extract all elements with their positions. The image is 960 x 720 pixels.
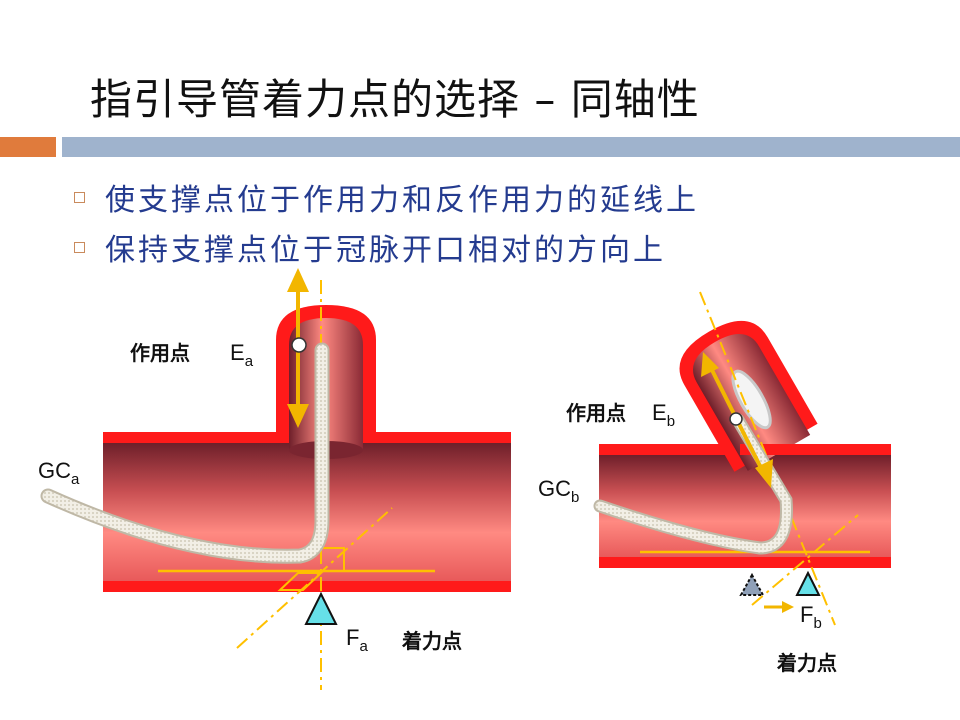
right-fulcrum-triangle-icon — [795, 570, 821, 596]
right-diagram: 作用点 Eb GCb Fb 着力点 — [538, 291, 891, 675]
left-parallelogram-mark — [277, 572, 324, 591]
square-bullet-icon — [74, 241, 85, 253]
left-action-point-symbol: Ea — [230, 340, 254, 370]
left-force-point-label: 着力点 — [401, 629, 462, 653]
left-action-point-label: 作用点 — [130, 341, 190, 365]
left-catheter-label: GCa — [38, 458, 80, 488]
bullet-text: 使支撑点位于作用力和反作用力的延线上 — [105, 183, 699, 218]
left-action-point-dot — [291, 337, 307, 353]
left-right-angle-mark — [321, 547, 345, 571]
right-action-point-dot — [729, 412, 743, 426]
right-force-arrow-head-up — [701, 352, 719, 377]
bullet-item: 保持支撑点位于冠脉开口相对的方向上 — [74, 222, 699, 272]
left-fulcrum-triangle-icon — [304, 591, 338, 625]
right-force-point-symbol: Fb — [800, 602, 822, 632]
bullet-list: 使支撑点位于作用力和反作用力的延线上 保持支撑点位于冠脉开口相对的方向上 — [74, 172, 699, 272]
right-force-point-label: 着力点 — [776, 651, 837, 675]
left-diagram: 作用点 Ea GCa Fa 着力点 — [38, 268, 511, 690]
right-shift-arrow-head — [782, 601, 794, 613]
right-force-arrow-head-down — [755, 459, 773, 488]
left-force-point-symbol: Fa — [346, 625, 368, 655]
square-bullet-icon — [74, 191, 85, 203]
left-diagonal-line — [236, 507, 393, 649]
right-previous-fulcrum-icon — [739, 572, 765, 596]
right-vessel-wall-joint — [740, 444, 820, 455]
left-guiding-catheter — [42, 344, 328, 562]
bullet-item: 使支撑点位于作用力和反作用力的延线上 — [74, 172, 699, 222]
page-title: 指引导管着力点的选择 – 同轴性 — [90, 75, 700, 124]
title-accent-bar-blue — [62, 137, 960, 157]
bullet-text: 保持支撑点位于冠脉开口相对的方向上 — [105, 233, 666, 268]
right-guiding-catheter — [595, 415, 791, 553]
right-axis-line — [699, 291, 836, 626]
right-action-point-symbol: Eb — [652, 400, 675, 430]
right-catheter-label: GCb — [538, 476, 579, 506]
left-force-arrow-head-up — [287, 268, 309, 292]
right-catheter-loop — [731, 369, 772, 430]
right-diagonal-line — [751, 514, 859, 606]
title-accent-bar-orange — [0, 137, 56, 157]
left-force-arrow-head-down — [287, 404, 309, 428]
right-action-point-label: 作用点 — [566, 401, 626, 425]
